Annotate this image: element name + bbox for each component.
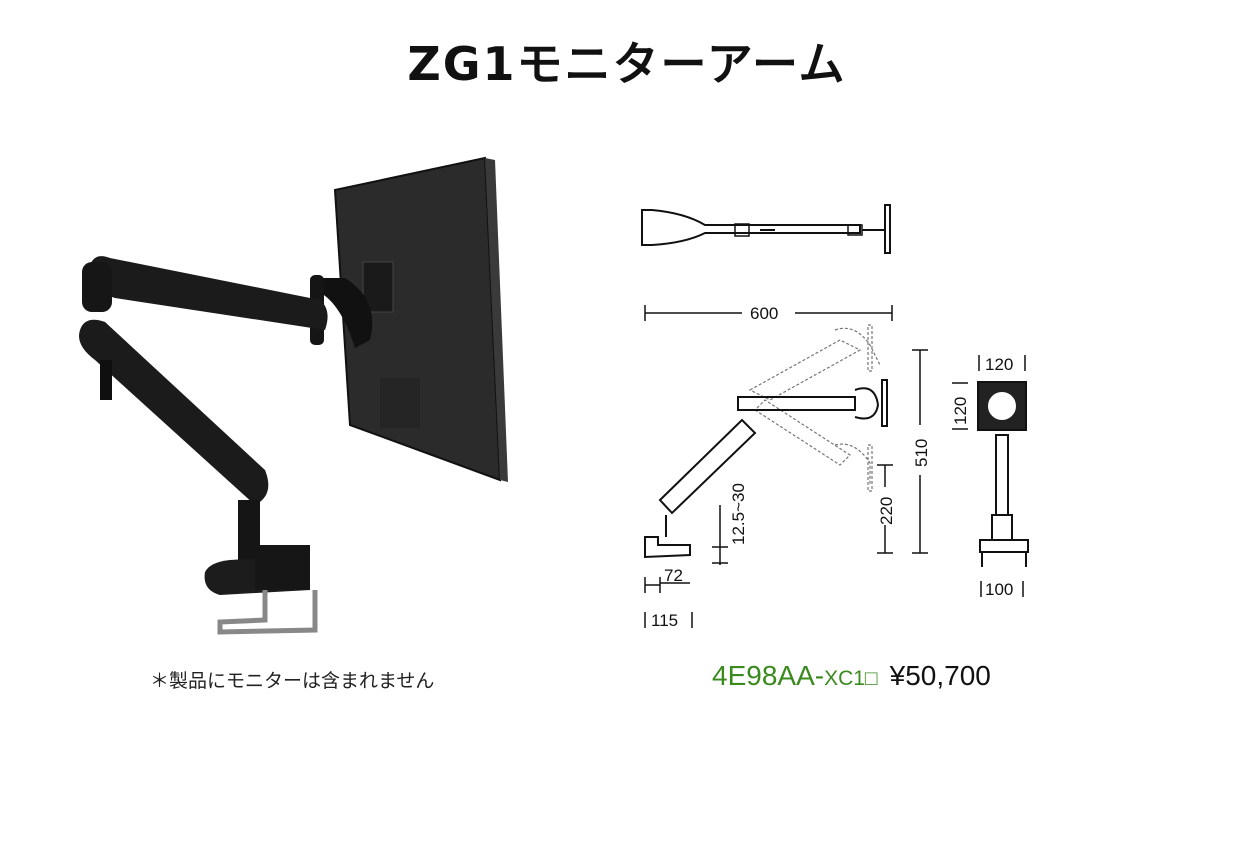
page-title: ZG1モニターアーム xyxy=(407,37,847,91)
front-view-drawing xyxy=(977,381,1029,567)
dim-510: 510 xyxy=(912,439,931,467)
dim-600: 600 xyxy=(750,304,778,323)
product-photo xyxy=(79,156,508,635)
model-code: 4E98AA- xyxy=(712,660,825,691)
dim-vesa-height: 120 xyxy=(951,397,970,425)
disclaimer-note: ＊製品にモニターは含まれません xyxy=(150,670,435,692)
dim-clamp-range: 12.5~30 xyxy=(729,483,748,545)
dim-vesa-width: 120 xyxy=(985,355,1013,374)
dim-100: 100 xyxy=(985,580,1013,599)
dim-115: 115 xyxy=(651,611,678,630)
dim-220: 220 xyxy=(877,497,896,525)
arm-ghost-positions xyxy=(748,324,881,492)
price-row: 4E98AA-XC1□ ¥50,700 xyxy=(712,660,991,692)
dim-72: 72 xyxy=(664,566,683,585)
model-suffix: XC1□ xyxy=(824,667,878,690)
top-view-drawing xyxy=(641,204,891,254)
technical-drawings: 600 12.5~30 220 xyxy=(641,204,1029,630)
price: ¥50,700 xyxy=(889,660,991,691)
side-view-drawing xyxy=(644,379,888,559)
